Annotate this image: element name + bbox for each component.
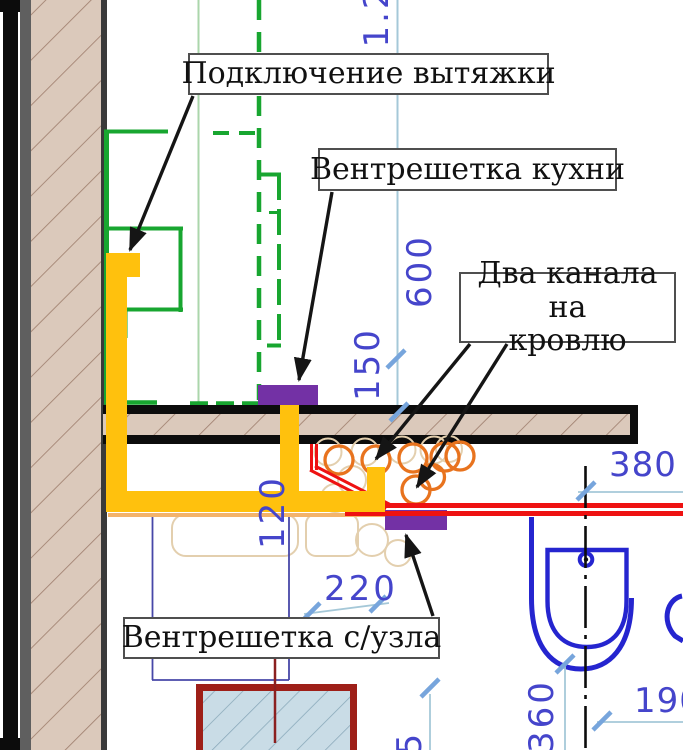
dim-top-partial: 1.2 xyxy=(357,0,397,48)
dimension-ticks xyxy=(302,348,613,732)
callout-kitchen-grille: Вентрешетка кухни xyxy=(310,148,625,191)
dim-150: 150 xyxy=(348,327,388,401)
window-section xyxy=(196,684,357,750)
slab-end-cap xyxy=(630,405,638,444)
roof-channel-leader-arrow-1 xyxy=(374,342,472,461)
dimension-lines xyxy=(302,348,683,750)
callout-bath-grille: Вентрешетка с/узла xyxy=(122,617,441,659)
exhaust-duct xyxy=(106,253,385,512)
adjacent-fixture-partial xyxy=(664,593,683,644)
bath-grille-leader-arrow xyxy=(404,533,435,617)
dim-190: 190 xyxy=(634,681,683,721)
dim-600: 600 xyxy=(400,234,440,308)
kitchen-grille-leader-arrow xyxy=(293,191,334,382)
slab-top-line xyxy=(103,405,638,414)
red-pipe-horizontal xyxy=(345,503,683,516)
duct-horizontal-run xyxy=(106,491,385,512)
duct-riser-stub xyxy=(367,467,385,512)
slab-hatch xyxy=(103,414,638,435)
left-wall-section xyxy=(0,0,107,750)
kitchen-vent-grille xyxy=(258,385,318,405)
roof-channel-leader-arrow-2 xyxy=(415,343,509,489)
kitchen-grille-drop xyxy=(280,404,299,512)
wall-hatched-core xyxy=(31,0,102,750)
callout-roof-channels: Два канала на кровлю xyxy=(459,257,676,357)
callout-roof-channels-line2: кровлю xyxy=(508,323,627,359)
dim-5-partial: 5 xyxy=(390,730,430,750)
duct-vertical-run xyxy=(106,253,127,512)
dim-220: 220 xyxy=(324,569,398,609)
callout-hood-connection: Подключение вытяжки xyxy=(181,53,556,95)
callout-leaders xyxy=(128,95,509,617)
dim-380: 380 xyxy=(609,445,677,485)
dim-360: 360 xyxy=(522,679,562,750)
sanitary-fixture xyxy=(529,517,683,672)
wall-gray-layer xyxy=(20,0,31,750)
hood-leader-arrow xyxy=(128,95,195,252)
wall-outer-line xyxy=(3,0,18,750)
dim-120: 120 xyxy=(253,475,293,549)
callout-roof-channels-line1: Два канала на xyxy=(477,256,658,325)
